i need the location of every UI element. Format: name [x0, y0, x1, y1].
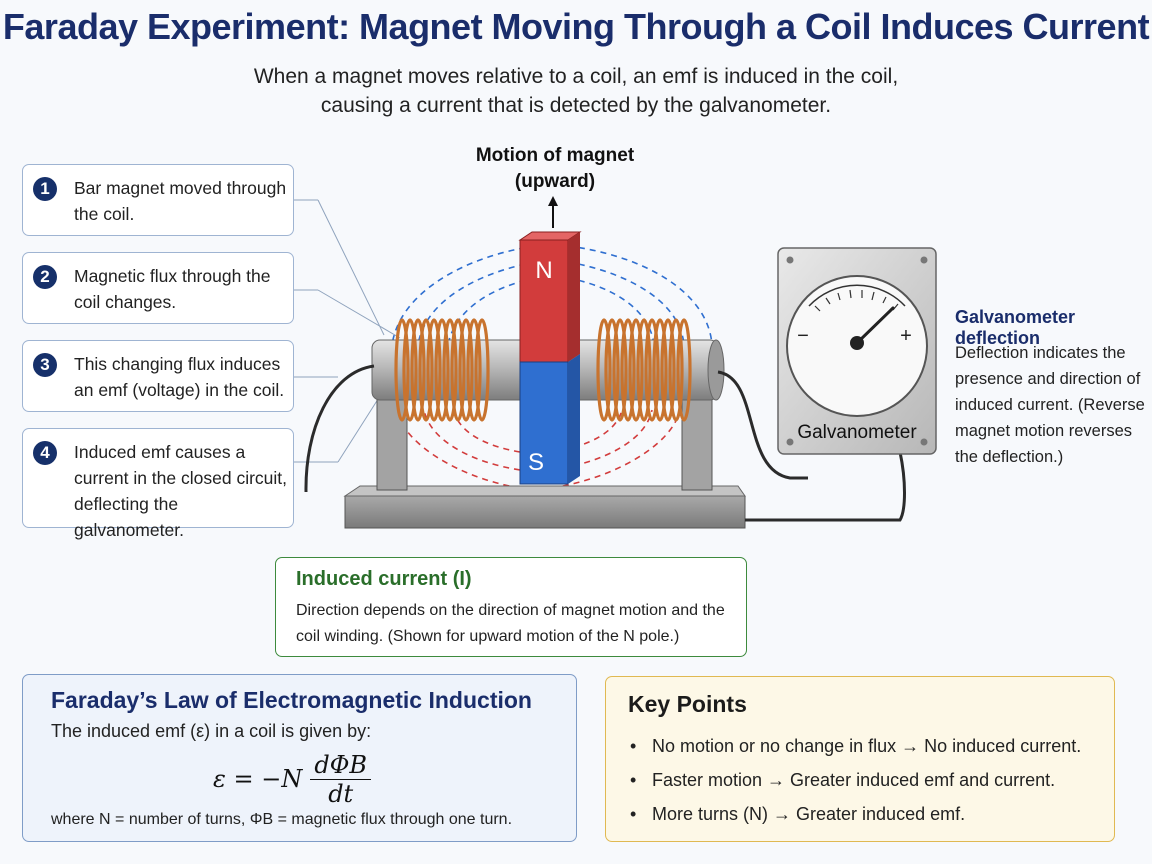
- galvanometer-minus: −: [797, 325, 809, 347]
- galvanometer-heading: Galvanometer deflection: [955, 307, 1076, 348]
- motion-label: Motion of magnet (upward): [440, 143, 670, 195]
- screw-icon: [786, 256, 794, 264]
- equation-fraction: dΦB dt: [310, 751, 372, 808]
- screw-icon: [920, 256, 928, 264]
- key-point-item: More turns (N) → Greater induced emf.: [630, 797, 1081, 831]
- magnet-north-label: N: [535, 257, 552, 284]
- bar-magnet: N S: [518, 231, 582, 485]
- step-2-number: 2: [33, 265, 57, 289]
- galvanometer: − + Galvanometer: [777, 247, 937, 455]
- motion-label-line-1: Motion of magnet: [475, 145, 635, 166]
- induced-current-heading: Induced current (I): [296, 568, 472, 590]
- right-copper-winding: [596, 318, 692, 422]
- key-points-list: No motion or no change in flux → No indu…: [630, 729, 1081, 831]
- induced-current-body: Direction depends on the direction of ma…: [296, 602, 725, 645]
- step-4-number: 4: [33, 441, 57, 465]
- step-1-number: 1: [33, 177, 57, 201]
- equation-lhs: ε = −N: [213, 765, 303, 793]
- upward-arrow: [548, 196, 558, 228]
- subtitle: When a magnet moves relative to a coil, …: [0, 62, 1152, 120]
- step-3-text: This changing flux induces an emf (volta…: [74, 354, 285, 400]
- step-2-text: Magnetic flux through the coil changes.: [74, 266, 271, 312]
- equation-denominator: dt: [328, 779, 354, 808]
- screw-icon: [786, 438, 794, 446]
- faraday-law-where: where N = number of turns, ΦB = magnetic…: [51, 811, 513, 828]
- faraday-law-heading: Faraday’s Law of Electromagnetic Inducti…: [51, 687, 532, 713]
- key-point-item: No motion or no change in flux → No indu…: [630, 729, 1081, 763]
- screw-icon: [920, 438, 928, 446]
- subtitle-line-1: When a magnet moves relative to a coil, …: [253, 65, 899, 88]
- page-title: Faraday Experiment: Magnet Moving Throug…: [2, 6, 1150, 47]
- step-3-number: 3: [33, 353, 57, 377]
- key-point-item: Faster motion → Greater induced emf and …: [630, 763, 1081, 797]
- step-1-text: Bar magnet moved through the coil.: [74, 178, 287, 224]
- step-4-text: Induced emf causes a current in the clos…: [74, 442, 288, 540]
- galvanometer-plus: +: [900, 325, 912, 347]
- step-3-box: 3 This changing flux induces an emf (vol…: [22, 340, 294, 412]
- step-4-box: 4 Induced emf causes a current in the cl…: [22, 428, 294, 540]
- magnet-south-label: S: [528, 449, 544, 476]
- galvanometer-description: Deflection indicates the presence and di…: [955, 344, 1145, 466]
- equation-numerator: dΦB: [310, 751, 372, 780]
- step-1-box: 1 Bar magnet moved through the coil.: [22, 164, 294, 236]
- subtitle-line-2: causing a current that is detected by th…: [320, 94, 832, 117]
- base-stand: [343, 397, 746, 529]
- faraday-law-intro: The induced emf (ε) in a coil is given b…: [51, 721, 372, 741]
- faraday-equation: ε = −N dΦB dt: [213, 749, 372, 809]
- galvanometer-needle: [855, 306, 895, 345]
- key-points-box: Key Points No motion or no change in flu…: [605, 676, 1115, 842]
- left-copper-winding: [394, 318, 490, 422]
- galvanometer-label: Galvanometer: [797, 422, 917, 443]
- step-2-box: 2 Magnetic flux through the coil changes…: [22, 252, 294, 324]
- leader-lines: [294, 199, 401, 463]
- connecting-wires: [304, 364, 906, 522]
- induced-current-box: Induced current (I) Direction depends on…: [275, 557, 747, 657]
- motion-label-line-2: (upward): [514, 171, 596, 192]
- key-points-heading: Key Points: [628, 691, 747, 717]
- faraday-law-box: Faraday’s Law of Electromagnetic Inducti…: [22, 674, 577, 842]
